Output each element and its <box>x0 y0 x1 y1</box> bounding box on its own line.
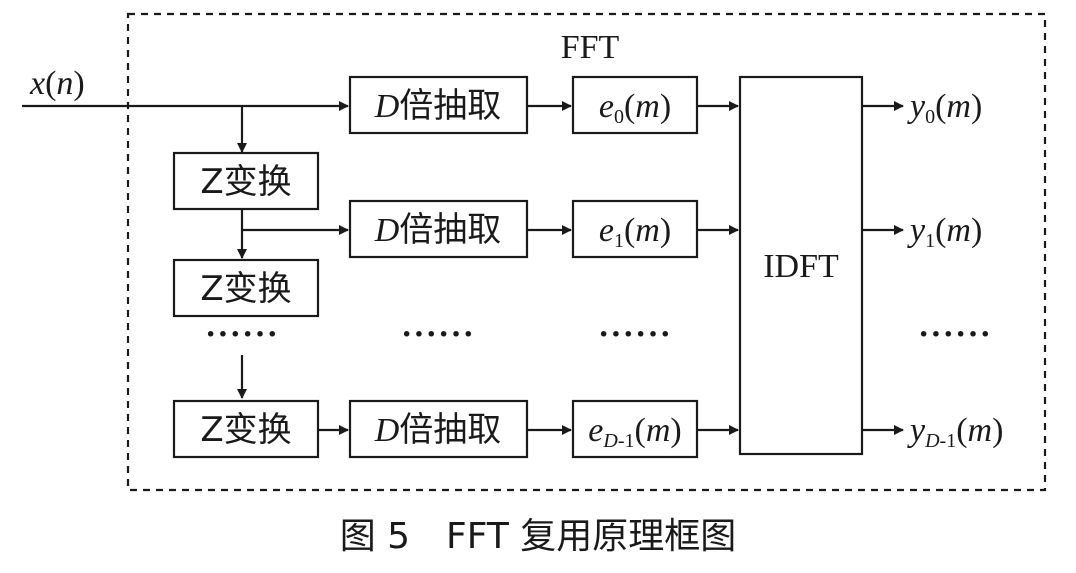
ellipsis-ztransform: ······ <box>205 316 279 353</box>
decimator-block-1: D倍抽取 <box>348 75 529 135</box>
ellipsis-e: ······ <box>598 316 672 353</box>
ztransform-block-3: Z变换 <box>172 399 320 459</box>
decimator-label: D倍抽取 <box>374 86 502 126</box>
decimator-label: D倍抽取 <box>374 410 502 450</box>
y1-label: y1(m) <box>907 212 982 252</box>
e1-label: e1(m) <box>599 212 671 252</box>
e0-block: e0(m) <box>571 75 699 135</box>
ztransform-label: Z变换 <box>200 162 291 202</box>
ztransform-block-2: Z变换 <box>172 258 320 318</box>
ztransform-label: Z变换 <box>200 410 291 450</box>
ztransform-label: Z变换 <box>200 269 291 309</box>
eD-label: eD-1(m) <box>588 412 681 452</box>
figure-caption: 图 5 FFT 复用原理框图 <box>340 516 737 557</box>
input-signal-label: x(n) <box>29 65 85 102</box>
idft-label: IDFT <box>763 248 839 285</box>
yD-label: yD-1(m) <box>907 412 1003 452</box>
ellipsis-decimator: ······ <box>401 316 475 353</box>
ztransform-block-1: Z变换 <box>172 151 320 211</box>
e0-label: e0(m) <box>599 88 671 128</box>
fft-frame <box>126 12 1047 492</box>
idft-block: IDFT <box>738 75 864 456</box>
y0-label: y0(m) <box>907 88 982 128</box>
decimator-block-2: D倍抽取 <box>348 199 529 259</box>
fft-frame-label: FFT <box>561 29 620 66</box>
e1-block: e1(m) <box>571 199 699 259</box>
decimator-block-3: D倍抽取 <box>348 399 529 459</box>
signal-wires <box>22 101 904 435</box>
ellipsis-y: ······ <box>918 316 992 353</box>
decimator-label: D倍抽取 <box>374 210 502 250</box>
eD-block: eD-1(m) <box>571 399 699 459</box>
